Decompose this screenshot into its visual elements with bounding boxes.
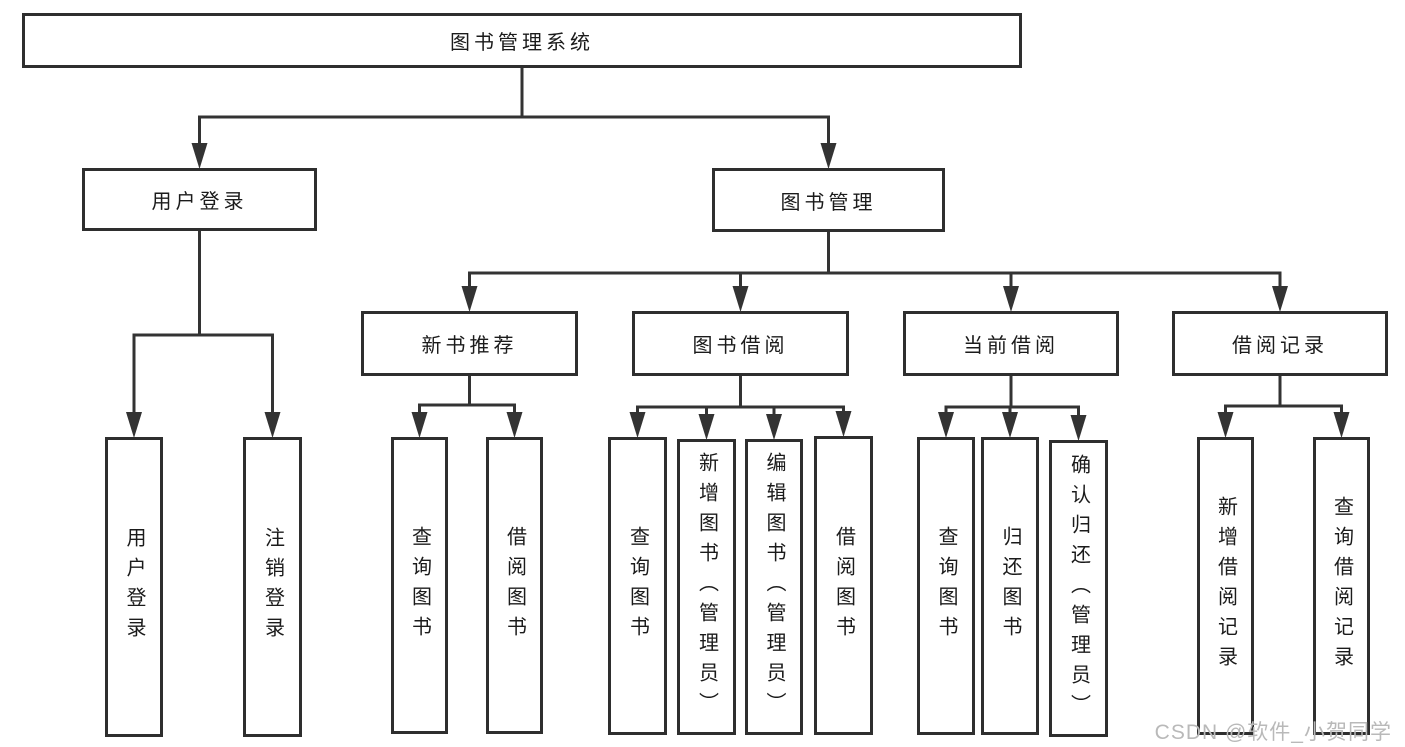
- leaf-current-return-books: 归还图书: [981, 437, 1039, 735]
- node-book-management-label: 图书管理: [780, 191, 877, 214]
- leaf-current-query-books: 查询图书: [917, 437, 975, 735]
- node-new-book-recommend: 新书推荐: [361, 311, 578, 376]
- node-current-borrow: 当前借阅: [903, 311, 1119, 376]
- leaf-borrow-query-books: 查询图书: [608, 437, 667, 735]
- leaf-newbook-borrow-books-label: 借阅图书: [503, 525, 526, 646]
- node-book-management: 图书管理: [712, 168, 945, 232]
- leaf-current-query-books-label: 查询图书: [935, 526, 957, 646]
- leaf-logout-label: 注销登录: [261, 527, 284, 647]
- leaf-records-add-borrow-record-label: 新增借阅记录: [1214, 496, 1237, 676]
- leaf-current-confirm-return-admin: 确认归还（管理员）: [1049, 440, 1108, 737]
- leaf-newbook-borrow-books: 借阅图书: [486, 437, 543, 734]
- leaf-borrow-borrow-books: 借阅图书: [814, 436, 873, 735]
- node-borrow-records: 借阅记录: [1172, 311, 1388, 376]
- node-root-label: 图书管理系统: [450, 32, 594, 54]
- csdn-watermark: CSDN @软件_小贺同学: [1154, 721, 1392, 744]
- node-book-borrow-label: 图书借阅: [692, 335, 789, 357]
- leaf-records-query-borrow-record: 查询借阅记录: [1313, 437, 1370, 735]
- leaf-user-login-label: 用户登录: [123, 527, 145, 647]
- leaf-borrow-add-books-admin: 新增图书（管理员）: [677, 439, 736, 735]
- leaf-borrow-add-books-admin-label: 新增图书（管理员）: [695, 452, 718, 722]
- leaf-newbook-query-books-label: 查询图书: [408, 525, 431, 646]
- leaf-borrow-borrow-books-label: 借阅图书: [832, 525, 855, 646]
- node-current-borrow-label: 当前借阅: [963, 335, 1059, 357]
- node-user-login-label: 用户登录: [151, 191, 248, 213]
- node-root: 图书管理系统: [22, 13, 1022, 68]
- leaf-newbook-query-books: 查询图书: [391, 437, 448, 734]
- leaf-current-return-books-label: 归还图书: [999, 526, 1021, 646]
- leaf-user-login: 用户登录: [105, 437, 163, 737]
- node-user-login: 用户登录: [82, 168, 317, 231]
- leaf-borrow-edit-books-admin-label: 编辑图书（管理员）: [763, 452, 785, 722]
- leaf-borrow-edit-books-admin: 编辑图书（管理员）: [745, 439, 803, 735]
- node-new-book-recommend-label: 新书推荐: [421, 335, 518, 357]
- leaf-borrow-query-books-label: 查询图书: [626, 526, 649, 646]
- leaf-records-query-borrow-record-label: 查询借阅记录: [1330, 496, 1353, 676]
- node-borrow-records-label: 借阅记录: [1232, 335, 1328, 357]
- leaf-current-confirm-return-admin-label: 确认归还（管理员）: [1067, 453, 1090, 724]
- leaf-records-add-borrow-record: 新增借阅记录: [1197, 437, 1254, 735]
- node-book-borrow: 图书借阅: [632, 311, 849, 376]
- leaf-logout: 注销登录: [243, 437, 302, 737]
